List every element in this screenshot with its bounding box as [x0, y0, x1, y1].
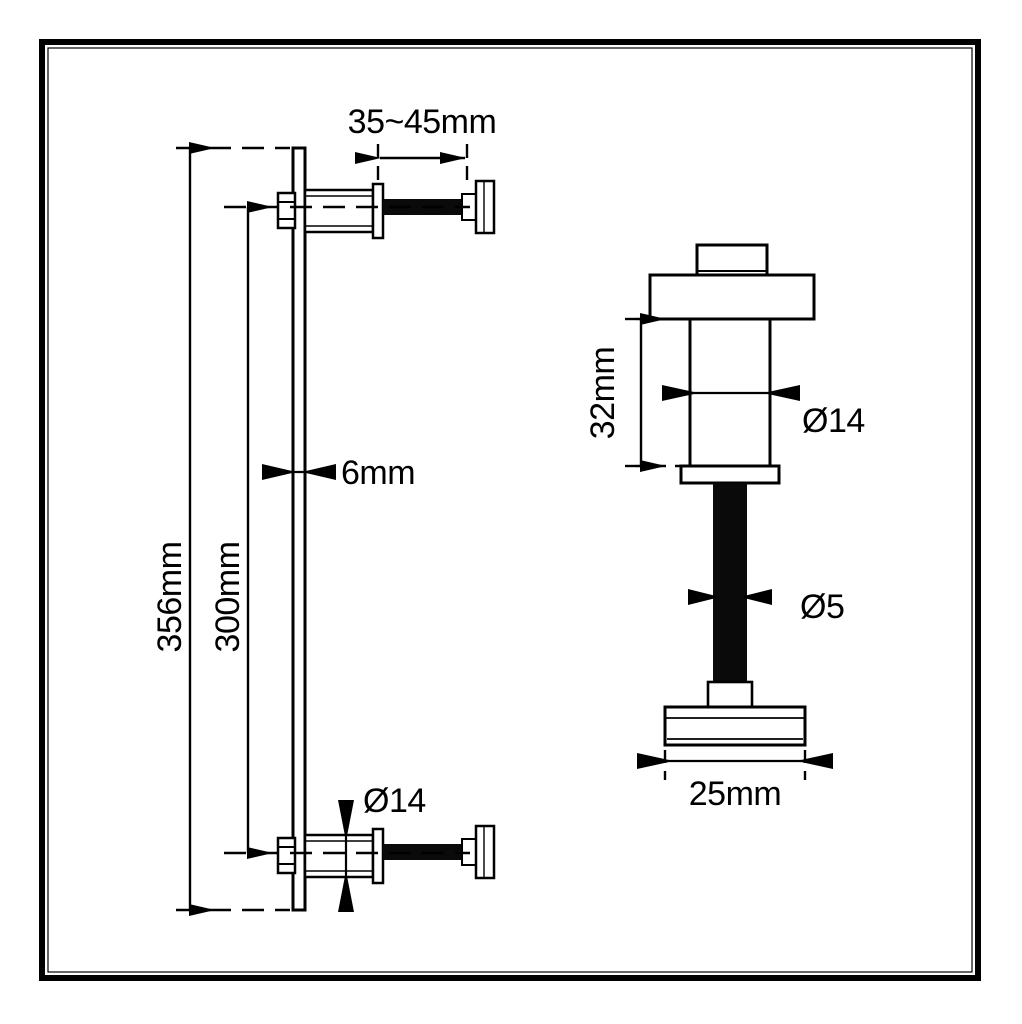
dimension-mount-barrel-diameter: Ø14: [338, 782, 426, 912]
label-base-plate-width: 25mm: [689, 775, 781, 813]
dimension-overall-length: 356mm: [151, 142, 215, 916]
label-center-spacing: 300mm: [209, 542, 247, 653]
label-projection: 35~45mm: [348, 103, 497, 141]
label-rod-diameter: Ø5: [800, 588, 844, 626]
dimension-center-spacing: 300mm: [209, 201, 273, 859]
label-mount-barrel-diameter: Ø14: [363, 782, 426, 820]
dimension-rod-diameter: Ø5: [688, 588, 845, 626]
cover-flange: [648, 273, 816, 321]
label-glass-thickness: 6mm: [341, 454, 415, 492]
rod-collar: [706, 680, 754, 709]
centre-lines: [224, 205, 470, 855]
glass-panel: [291, 146, 307, 912]
base-plate: [663, 705, 807, 747]
top-mount-assembly: [276, 179, 496, 240]
dimension-barrel-diameter: Ø14: [662, 385, 865, 440]
side-elevation-assembly: 356mm 300mm 6mm: [151, 103, 497, 916]
extension-lines-overall: [176, 146, 290, 912]
dimension-glass-thickness: 6mm: [262, 454, 416, 492]
top-cap: [695, 243, 769, 279]
label-overall-length: 356mm: [151, 542, 189, 653]
bottom-mount-assembly: [276, 824, 496, 885]
label-barrel-length: 32mm: [584, 347, 622, 439]
drawing-border: [39, 39, 981, 981]
label-barrel-diameter: Ø14: [802, 402, 865, 440]
standoff-detail: 32mm Ø14 Ø5 25mm: [584, 243, 865, 813]
dimension-barrel-length: 32mm: [584, 313, 700, 472]
dimension-projection: 35~45mm: [348, 103, 497, 186]
barrel-lower-ring: [679, 464, 781, 485]
rod: [713, 483, 747, 682]
dimension-base-plate-width: 25mm: [637, 750, 833, 813]
